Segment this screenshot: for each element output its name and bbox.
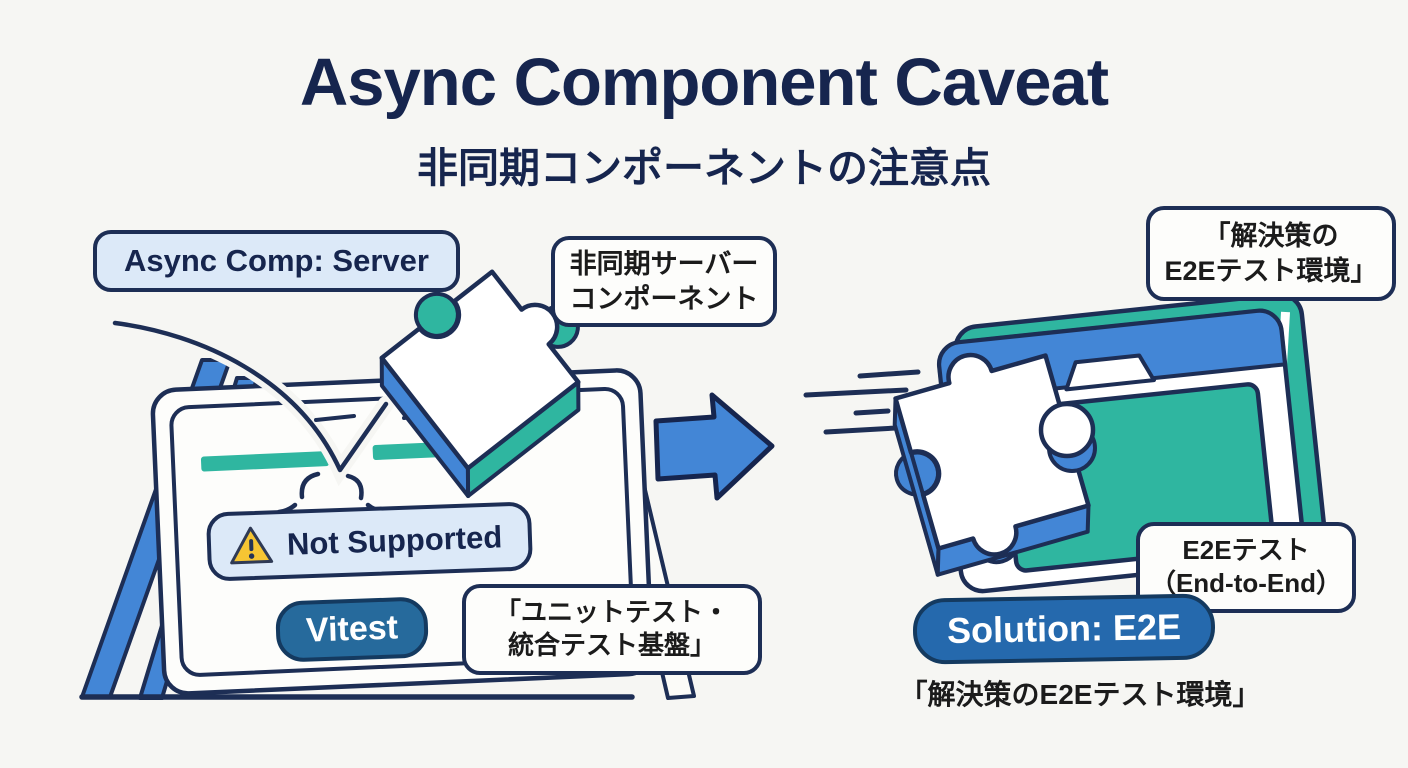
vitest-button: Vitest: [274, 596, 430, 663]
note-line: E2Eテスト: [1182, 535, 1310, 565]
puzzle-piece-icon: [379, 269, 581, 499]
solution-caption: 「解決策のE2Eテスト環境」: [899, 679, 1261, 710]
note-line: コンポーネント: [569, 283, 759, 314]
solution-env-note: 「解決策の E2Eテスト環境」: [1146, 206, 1396, 302]
page-title: Async Component Caveat: [299, 45, 1109, 120]
page-subtitle: 非同期コンポーネントの注意点: [417, 145, 991, 191]
not-supported-badge: Not Supported: [205, 501, 534, 582]
speed-lines: [803, 369, 921, 435]
note-line: 「解決策の: [1203, 221, 1339, 251]
note-line: 統合テスト基盤」: [507, 630, 716, 661]
puzzle-piece-icon: [892, 352, 1091, 577]
note-line: 「ユニットテスト・: [494, 597, 729, 627]
solution-e2e-button: Solution: E2E: [912, 593, 1216, 665]
not-supported-label: Not Supported: [286, 518, 503, 562]
note-line: 非同期サーバー: [569, 249, 759, 279]
async-comp-server-tag: Async Comp: Server: [93, 230, 460, 292]
e2e-test-note: E2Eテスト （End-to-End）: [1136, 522, 1356, 613]
note-line: （End-to-End）: [1149, 568, 1343, 599]
right-block-arrow-icon: [653, 392, 775, 501]
socket-knob-icon: [1038, 401, 1097, 473]
note-line: E2Eテスト環境」: [1164, 255, 1378, 286]
warning-icon: [230, 526, 274, 565]
async-server-component-note: 非同期サーバー コンポーネント: [551, 236, 777, 328]
unit-test-note: 「ユニットテスト・ 統合テスト基盤」: [462, 584, 762, 675]
